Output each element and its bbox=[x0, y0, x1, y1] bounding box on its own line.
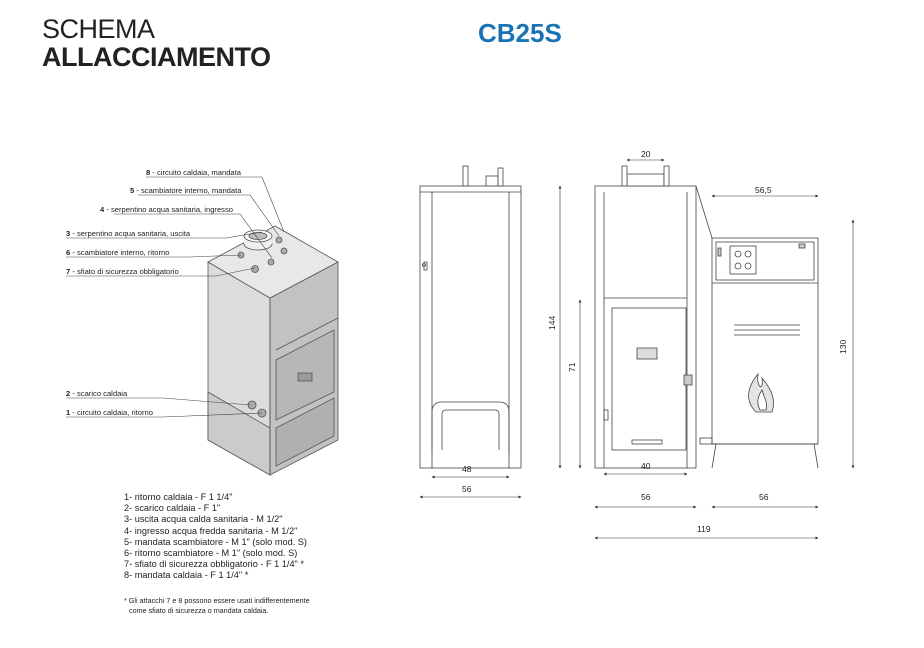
dim-right-height: 130 bbox=[838, 340, 848, 354]
right-view-dims bbox=[594, 194, 855, 540]
callout-2: 2 - scarico caldaia bbox=[66, 389, 128, 398]
legend-item: 3- uscita acqua calda sanitaria - M 1/2" bbox=[124, 514, 283, 525]
callout-3: 3 - serpentino acqua sanitaria, uscita bbox=[66, 229, 191, 238]
dim-front-door-width: 40 bbox=[641, 461, 651, 471]
side-view bbox=[419, 165, 522, 469]
callout-7: 7 - sfiato di sicurezza obbligatorio bbox=[66, 267, 179, 276]
dim-front-width: 56 bbox=[641, 492, 651, 502]
dim-front-top: 20 bbox=[641, 149, 651, 159]
callout-6: 6 - scambiatore interno, ritorno bbox=[66, 248, 169, 257]
callout-leaders bbox=[66, 176, 285, 418]
dim-overall-width: 119 bbox=[697, 524, 711, 534]
dim-side-inner-width: 48 bbox=[462, 464, 472, 474]
dim-side-height: 144 bbox=[547, 316, 557, 330]
callout-4: 4 - serpentino acqua sanitaria, ingresso bbox=[100, 205, 233, 214]
front-view bbox=[594, 165, 697, 469]
callout-8: 8 - circuito caldaia, mandata bbox=[146, 168, 242, 177]
legend-item: 7- sfiato di sicurezza obbligatorio - F … bbox=[124, 559, 304, 570]
front-view-dims bbox=[594, 158, 697, 509]
callout-5: 5 - scambiatore interno, mandata bbox=[130, 186, 242, 195]
isometric-boiler bbox=[207, 225, 339, 476]
title-line2: ALLACCIAMENTO bbox=[42, 42, 271, 72]
dim-right-width: 56 bbox=[759, 492, 769, 502]
legend-item: 2- scarico caldaia - F 1" bbox=[124, 503, 221, 514]
dim-right-top: 56,5 bbox=[755, 185, 772, 195]
callout-1: 1 - circuito caldaia, ritorno bbox=[66, 408, 153, 417]
legend-item: 5- mandata scambiatore - M 1" (solo mod.… bbox=[124, 536, 307, 547]
legend-item: 1- ritorno caldaia - F 1 1/4" bbox=[124, 492, 233, 502]
model-name: CB25S bbox=[478, 18, 562, 48]
footnote-line1: * Gli attacchi 7 e 8 possono essere usat… bbox=[124, 596, 310, 605]
footnote-line2: come sfiato di sicurezza o mandata calda… bbox=[129, 606, 269, 615]
footnote: * Gli attacchi 7 e 8 possono essere usat… bbox=[124, 596, 310, 616]
side-view-dims bbox=[419, 185, 582, 499]
legend-item: 6- ritorno scambiatore - M 1" (solo mod.… bbox=[124, 548, 298, 559]
right-view bbox=[695, 185, 819, 469]
title-line1: SCHEMA bbox=[42, 14, 155, 44]
connection-legend: 1- ritorno caldaia - F 1 1/4" 2- scarico… bbox=[124, 492, 307, 582]
legend-item: 4- ingresso acqua fredda sanitaria - M 1… bbox=[124, 525, 298, 536]
dim-side-inner-height: 71 bbox=[567, 362, 577, 372]
legend-item: 8- mandata caldaia - F 1 1/4" * bbox=[124, 570, 249, 581]
dim-side-outer-width: 56 bbox=[462, 484, 472, 494]
